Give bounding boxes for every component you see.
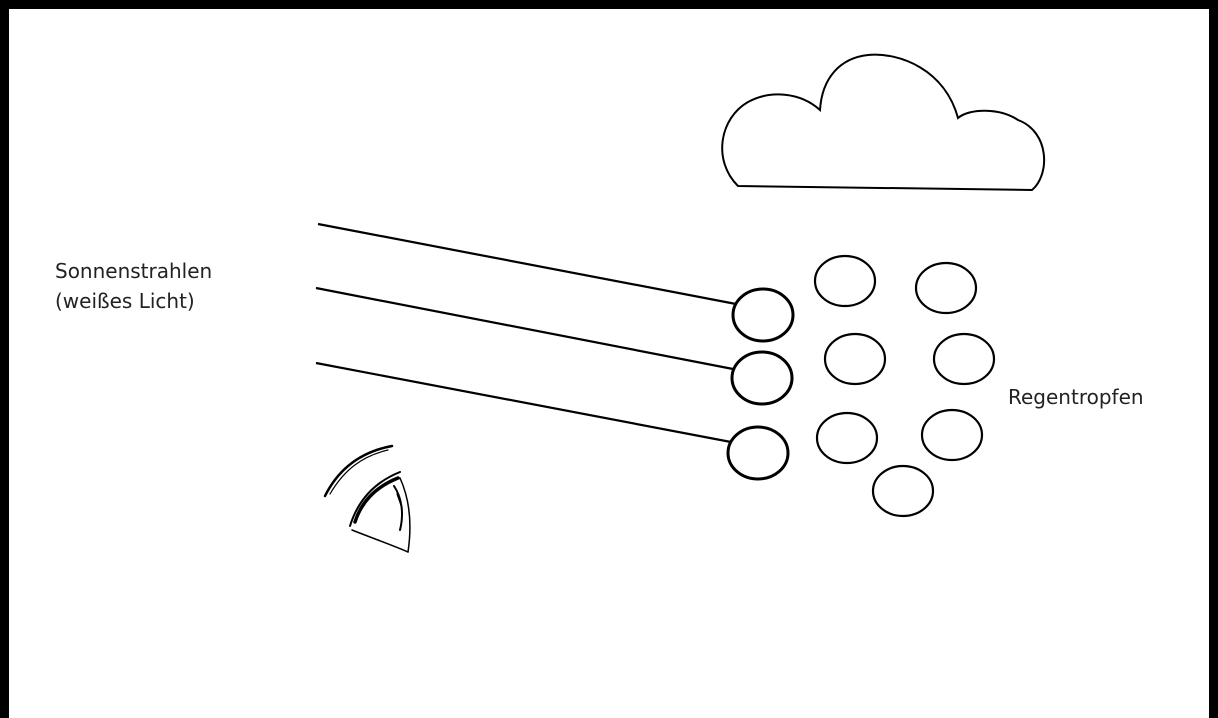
raindrop-icon xyxy=(728,427,788,479)
sun-rays-label-line2: (weißes Licht) xyxy=(55,286,212,316)
raindrops xyxy=(728,256,994,516)
cloud-icon xyxy=(722,55,1044,190)
raindrop-icon xyxy=(922,410,982,460)
raindrop-icon xyxy=(815,256,875,306)
eye-icon xyxy=(325,446,410,552)
raindrop-icon xyxy=(873,466,933,516)
raindrop-icon xyxy=(916,263,976,313)
raindrop-icon xyxy=(825,334,885,384)
sun-ray-1 xyxy=(318,224,736,304)
raindrops-label: Regentropfen xyxy=(1008,382,1144,412)
raindrop-icon xyxy=(817,413,877,463)
sun-ray-2 xyxy=(316,288,733,369)
raindrop-icon xyxy=(733,289,793,341)
sun-rays-label-line1: Sonnenstrahlen xyxy=(55,256,212,286)
raindrop-icon xyxy=(732,352,792,404)
sun-rays-label: Sonnenstrahlen (weißes Licht) xyxy=(55,256,212,316)
sun-ray-3 xyxy=(316,363,731,442)
sun-rays xyxy=(316,224,736,442)
raindrop-icon xyxy=(934,334,994,384)
